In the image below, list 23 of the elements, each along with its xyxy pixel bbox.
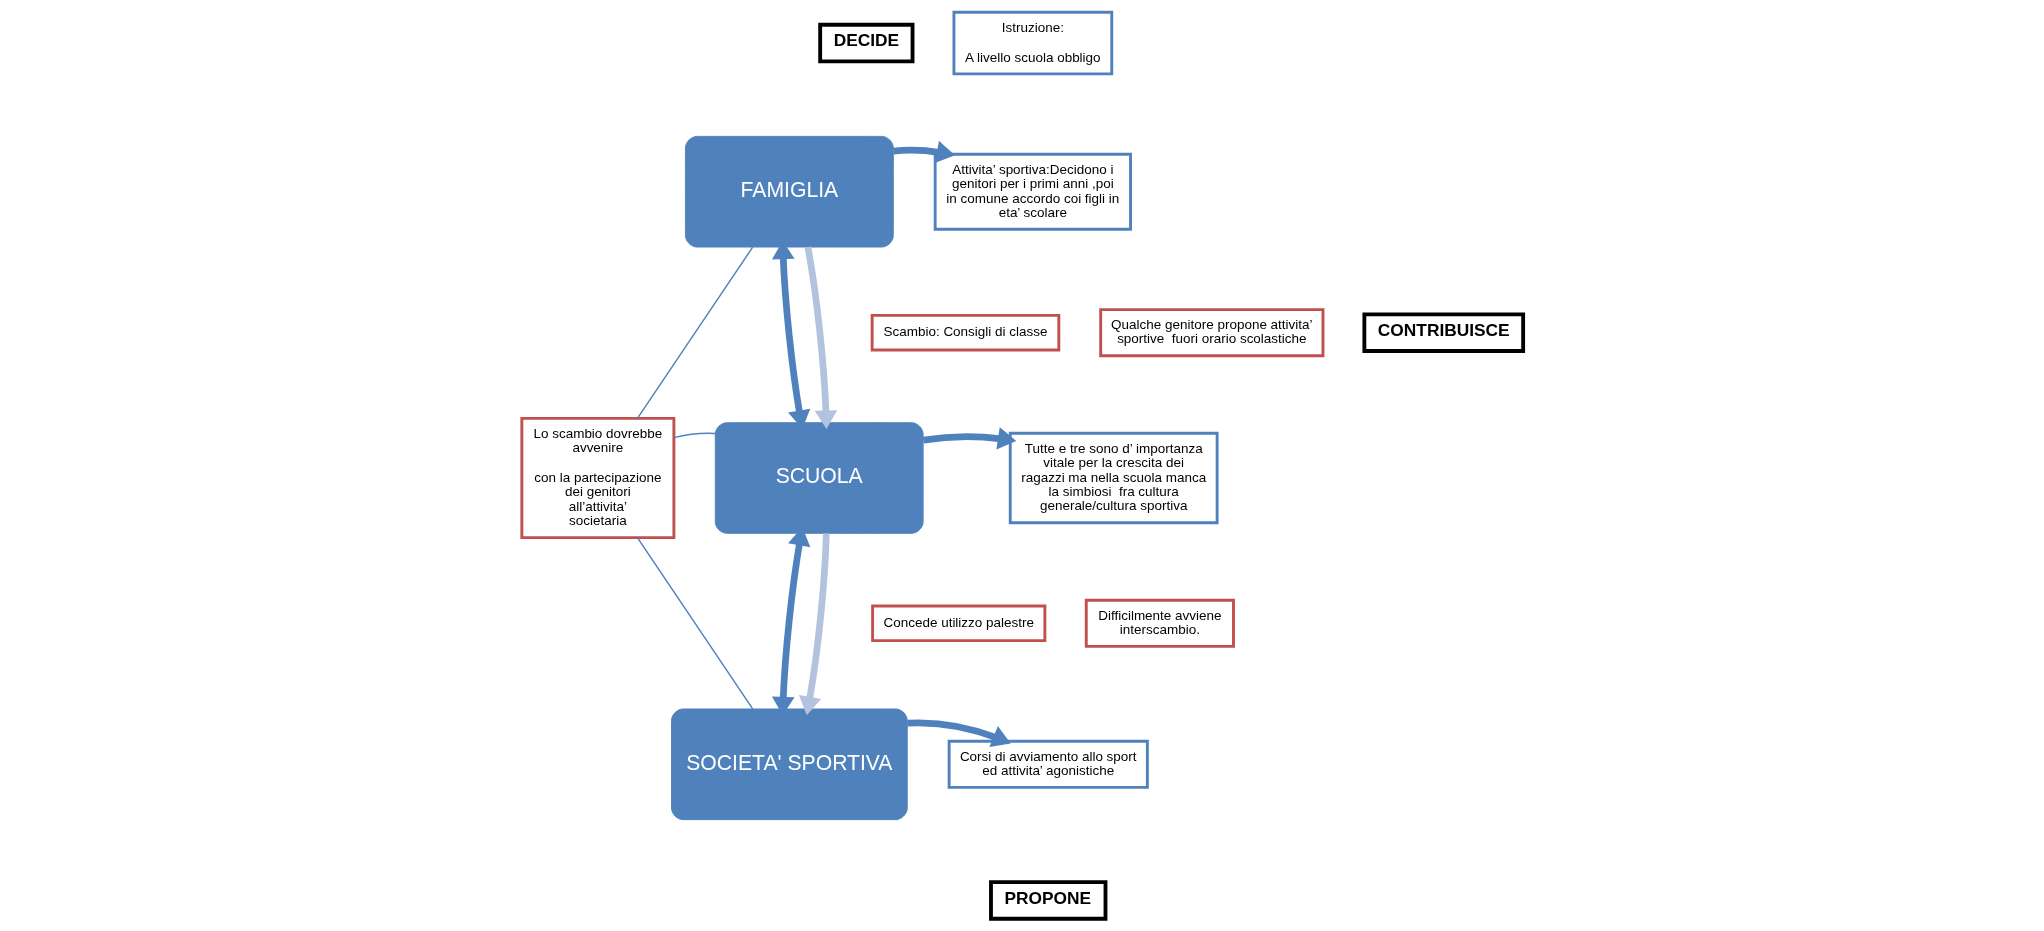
connector: [636, 537, 753, 710]
connector: [672, 432, 716, 439]
node-box: Corsi di avviamento allo sport ed attivita’ agonistiche: [947, 739, 1149, 789]
node-box: CONTRIBUISCE: [1361, 312, 1525, 353]
arrow: [798, 533, 830, 716]
node-box: Attivita’ sportiva:Decidono i genitori per i primi anni ,poi in comune accordo coi figli in eta’ scolare: [933, 152, 1132, 231]
node-box: SOCIETA' SPORTIVA: [670, 708, 908, 821]
node-box: Lo scambio dovrebbe avvenire con la partecipazione dei genitori all’attivita’ societaria: [519, 416, 675, 540]
node-box: PROPONE: [988, 880, 1107, 921]
node-box: Difficilmente avviene interscambio.: [1084, 598, 1235, 648]
arrow: [906, 719, 1011, 748]
node-box: Concede utilizzo palestre: [870, 604, 1046, 643]
node-box: Scambio: Consigli di classe: [870, 313, 1060, 352]
node-box: FAMIGLIA: [684, 135, 894, 248]
arrow: [922, 427, 1016, 450]
arrow: [892, 140, 955, 164]
node-box: Qualche genitore propone attivita’ sportive fuori orario scolastiche: [1098, 308, 1324, 358]
node-box: Tutte e tre sono d’ importanza vitale per la crescita dei ragazzi ma nella scuola manca la simbiosi fra cultura generale/cultura sportiva: [1008, 431, 1219, 525]
arrow: [804, 246, 837, 429]
node-box: Istruzione: A livello scuola obbligo: [952, 10, 1113, 76]
connector: [636, 246, 753, 420]
node-box: SCUOLA: [714, 422, 924, 534]
node-box: DECIDE: [817, 22, 914, 64]
